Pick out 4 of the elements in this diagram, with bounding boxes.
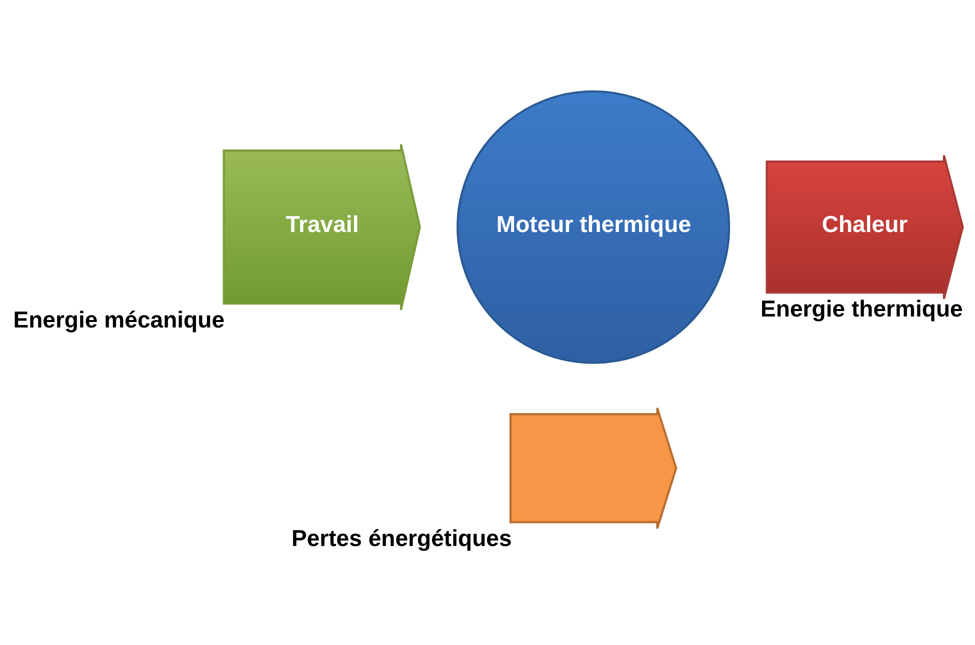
node-label: Pertes énergétiques [290,524,512,551]
node-arrow [508,406,677,530]
node-label: Energie mécanique [12,306,224,332]
node-circle: Moteur thermique [456,90,730,364]
